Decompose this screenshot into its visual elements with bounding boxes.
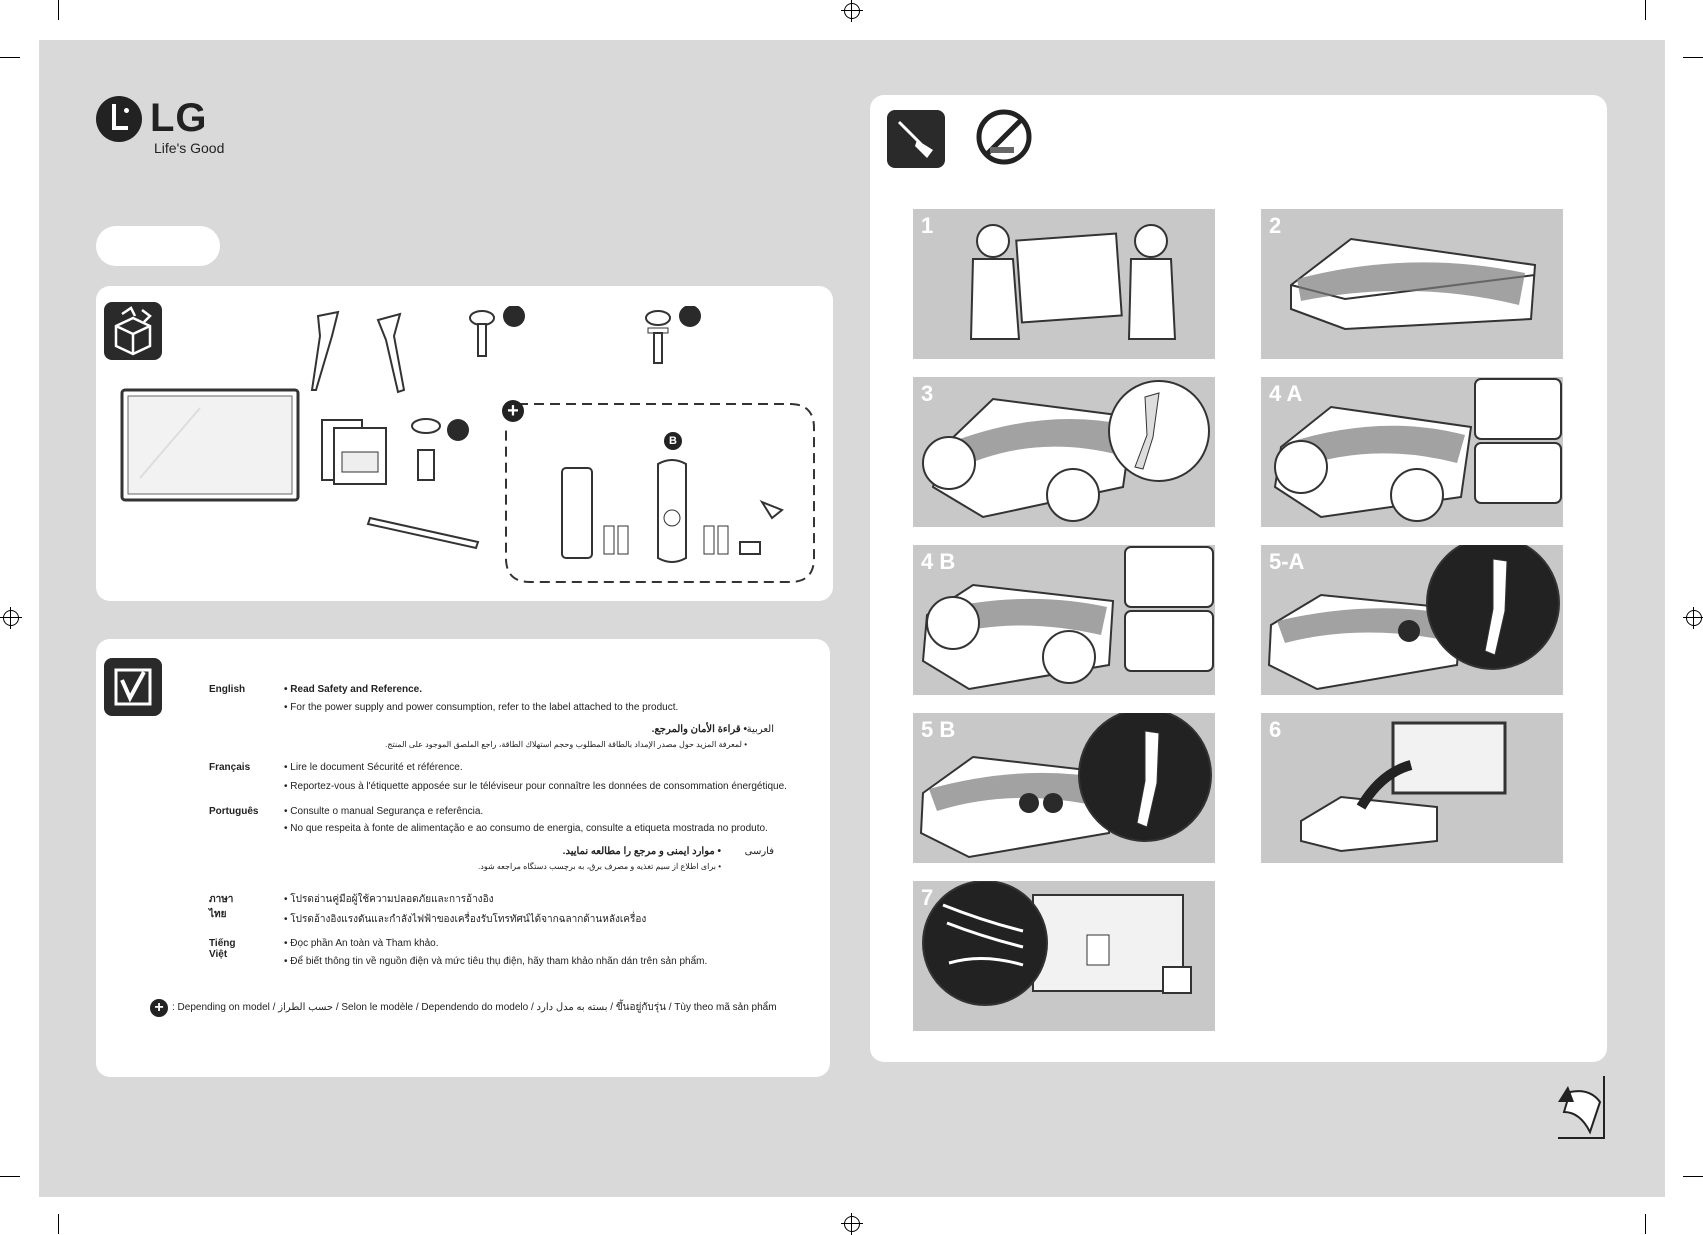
read-manual-icon	[104, 658, 162, 716]
magic-remote-illustration	[657, 459, 729, 563]
language-line: • Read Safety and Reference.	[284, 684, 422, 695]
registration-mark-left	[0, 607, 22, 629]
screw-b-illustration	[645, 306, 701, 364]
language-line: • โปรดอ่านคู่มือผู้ใช้ความปลอดภัยและการอ…	[284, 894, 494, 905]
step-4a: 4 A	[1261, 377, 1563, 527]
language-name: Português	[209, 806, 259, 817]
bluetooth-icon: B	[664, 432, 682, 450]
step-1: 1	[913, 209, 1215, 359]
language-line: • Consulte o manual Segurança e referênc…	[284, 806, 484, 817]
step-2: 2	[1261, 209, 1563, 359]
language-line: • โปรดอ้างอิงแรงดันและกำลังไฟฟ้าของเครื่…	[284, 914, 647, 925]
package-contents-panel: + B	[96, 286, 833, 601]
box-contents-icon	[104, 302, 162, 360]
optional-plus-icon: +	[502, 400, 524, 422]
step-number: 4 B	[921, 549, 956, 574]
step-number: 1	[921, 213, 934, 238]
model-name-placeholder	[96, 226, 220, 266]
registration-mark-top	[841, 0, 863, 22]
step-5a: 5-A	[1261, 545, 1563, 695]
cable-holder-illustration	[366, 516, 480, 550]
step-number: 3	[921, 381, 934, 406]
language-name: Tiếng Việt	[209, 938, 236, 960]
registration-mark-bottom	[841, 1213, 863, 1235]
language-line: • No que respeita à fonte de alimentação…	[284, 823, 768, 834]
registration-mark-right	[1683, 607, 1703, 629]
step-3: 3	[913, 377, 1215, 527]
remote-control-illustration	[561, 467, 629, 559]
optional-accessories-outline	[505, 403, 815, 583]
language-arabic-line: • لمعرفة المزيد حول مصدر الإمداد بالطاقة…	[385, 740, 747, 749]
step-number: 2	[1269, 213, 1282, 238]
step-7: 7	[913, 881, 1215, 1031]
step-4b: 4 B	[913, 545, 1215, 695]
language-name: ภาษาไทย	[209, 894, 234, 920]
brand-name: LG	[150, 96, 208, 140]
spacer-screw-illustration	[411, 418, 469, 481]
depending-on-model-icon: +	[150, 999, 168, 1017]
brand-tagline: Life's Good	[154, 140, 225, 156]
lg-logo-icon	[96, 96, 142, 142]
safety-information-panel	[96, 639, 830, 1077]
language-name: Français	[209, 762, 251, 773]
language-name: English	[209, 684, 246, 695]
language-persian-line: • موارد ایمنی و مرجع را مطالعه نمایید.	[562, 846, 721, 857]
tv-illustration	[120, 388, 300, 502]
screwdriver-icon	[887, 110, 945, 168]
language-line: • Đọc phần An toàn và Tham khảo.	[284, 938, 439, 949]
manuals-illustration	[321, 419, 387, 485]
step-number: 5-A	[1269, 549, 1305, 574]
language-persian-name: فارسی	[744, 846, 774, 857]
step-5b: 5 B	[913, 713, 1215, 863]
step-number: 4 A	[1269, 381, 1303, 406]
screw-a-illustration	[469, 306, 525, 357]
language-arabic-name: العربية	[746, 724, 774, 735]
language-line: • Để biết thông tin về nguồn điện và mức…	[284, 956, 708, 967]
language-line: • For the power supply and power consump…	[284, 702, 679, 713]
step-number: 7	[921, 885, 934, 910]
cable-accessories-illustration	[739, 499, 784, 555]
stand-legs-illustration	[310, 310, 406, 394]
step-number: 6	[1269, 717, 1282, 742]
step-6: 6	[1261, 713, 1563, 863]
language-line: • Reportez-vous à l'étiquette apposée su…	[284, 781, 787, 792]
lg-logo: LG Life's Good	[96, 96, 236, 160]
language-arabic-line: • قراءة الأمان والمرجع.	[651, 724, 747, 735]
language-persian-line: • برای اطلاع از سیم تغذیه و مصرف برق، به…	[478, 862, 721, 871]
no-sharp-tool-icon	[976, 109, 1032, 165]
depending-on-model-note: : Depending on model / حسب الطراز / Selo…	[172, 1002, 777, 1013]
turn-page-icon	[1558, 1076, 1605, 1139]
step-number: 5 B	[921, 717, 956, 742]
language-line: • Lire le document Sécurité et référence…	[284, 762, 463, 773]
